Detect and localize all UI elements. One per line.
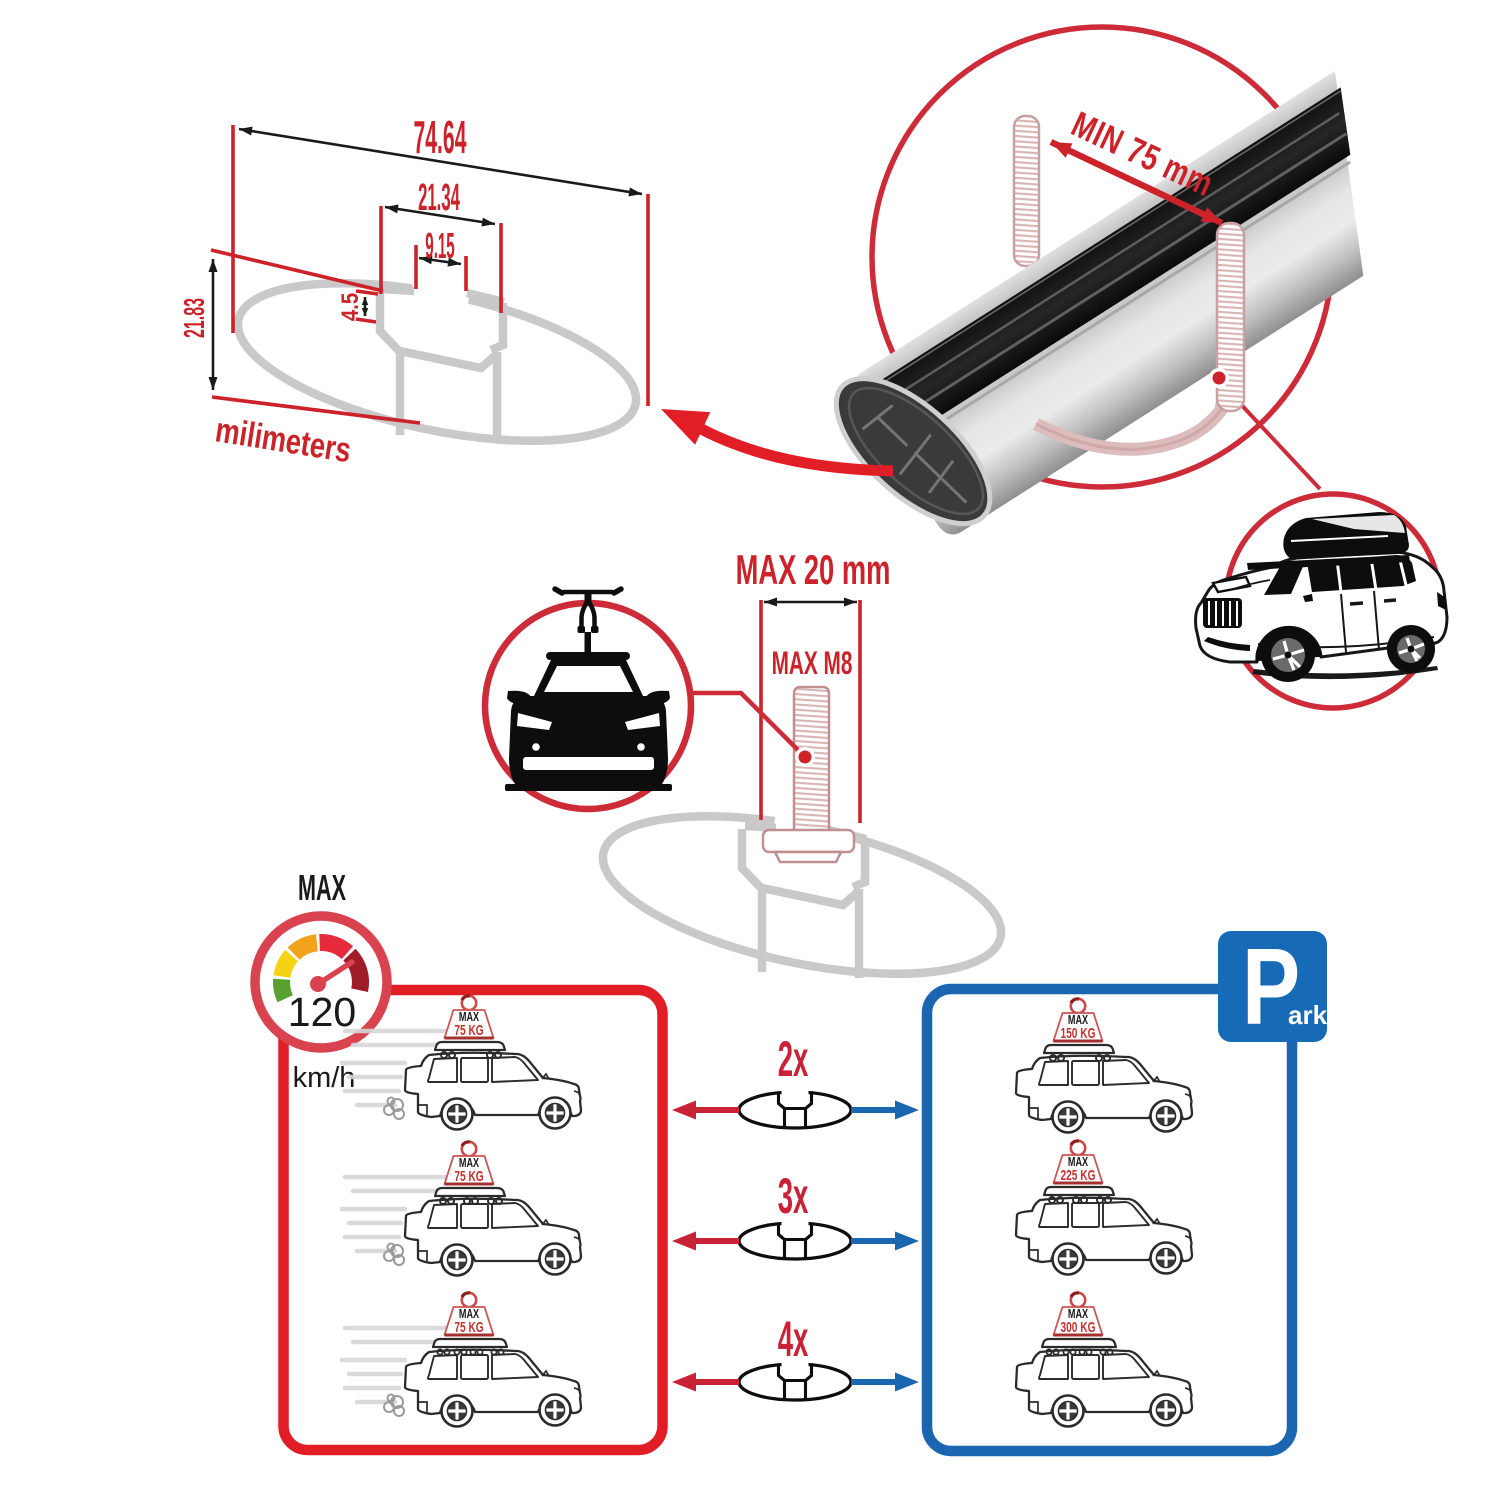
- svg-text:4.5: 4.5: [336, 293, 363, 321]
- svg-text:MAX: MAX: [459, 1011, 480, 1025]
- svg-text:P: P: [1242, 926, 1300, 1047]
- svg-text:150 KG: 150 KG: [1061, 1025, 1096, 1041]
- svg-text:MAX M8: MAX M8: [772, 646, 853, 682]
- svg-text:km/h: km/h: [293, 1062, 356, 1094]
- svg-text:21.83: 21.83: [178, 298, 210, 338]
- svg-text:9.15: 9.15: [425, 225, 454, 265]
- svg-text:MAX 20 mm: MAX 20 mm: [736, 546, 891, 593]
- svg-text:3x: 3x: [778, 1167, 809, 1224]
- svg-text:MAX: MAX: [1068, 1308, 1089, 1322]
- svg-text:120: 120: [288, 989, 356, 1035]
- svg-text:75 KG: 75 KG: [454, 1168, 483, 1184]
- svg-text:MAX: MAX: [1068, 1156, 1089, 1170]
- svg-text:75 KG: 75 KG: [454, 1022, 483, 1038]
- svg-text:300 KG: 300 KG: [1061, 1319, 1096, 1335]
- svg-text:2x: 2x: [778, 1030, 809, 1087]
- svg-text:MAX: MAX: [1068, 1014, 1089, 1028]
- svg-text:75 KG: 75 KG: [454, 1319, 483, 1335]
- svg-text:225 KG: 225 KG: [1061, 1167, 1096, 1183]
- svg-text:4x: 4x: [778, 1310, 809, 1367]
- svg-text:21.34: 21.34: [418, 176, 460, 219]
- svg-text:MAX: MAX: [459, 1157, 480, 1171]
- svg-text:MAX: MAX: [298, 868, 346, 908]
- svg-text:74.64: 74.64: [414, 112, 467, 163]
- svg-text:MAX: MAX: [459, 1308, 480, 1322]
- svg-text:ark: ark: [1288, 1000, 1328, 1030]
